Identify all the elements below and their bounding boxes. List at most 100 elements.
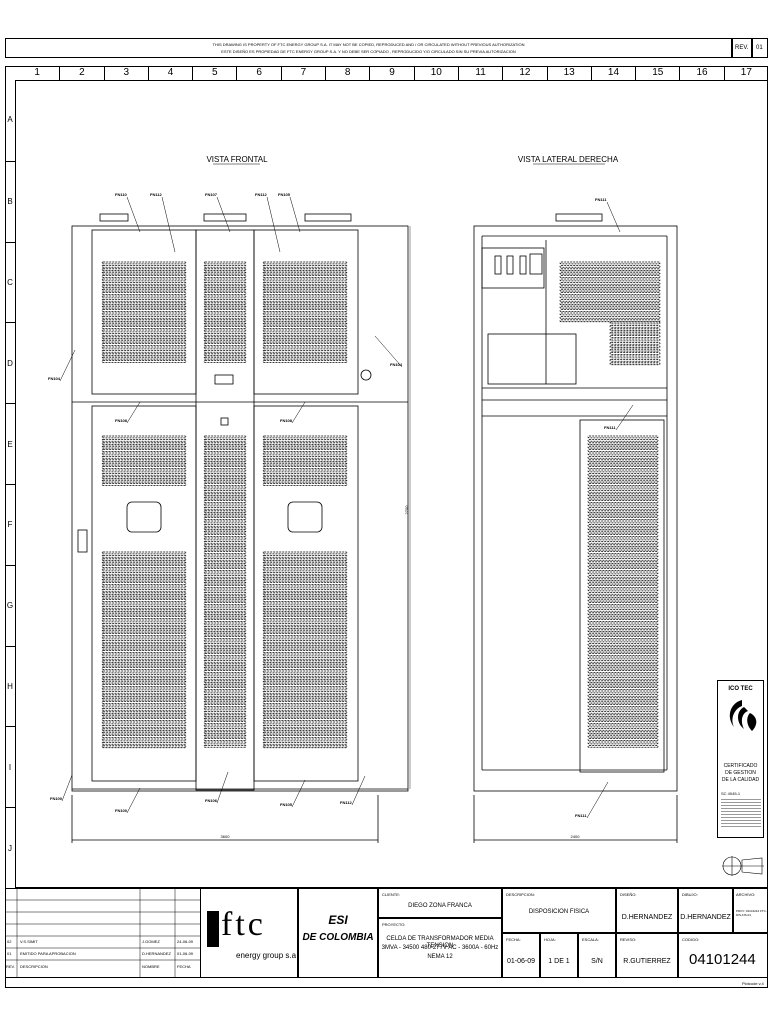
cert-number: SC 4045-1 (721, 791, 741, 796)
cliente-label: CLIENTE: (382, 892, 401, 897)
louver-slot (203, 326, 247, 329)
louver-slot (587, 728, 659, 731)
louver-slot (262, 595, 348, 599)
front-callout-leader (266, 196, 281, 253)
louver-slot (587, 724, 659, 728)
louver-slot (262, 278, 348, 282)
louver-slot (203, 578, 247, 582)
louver-slot (262, 442, 348, 446)
louver-slot (559, 261, 661, 265)
louver-slot (203, 561, 247, 565)
descripcion-box: DESCRIPCION: DISPOSICION FISICA (502, 888, 616, 933)
louver-slot (262, 650, 348, 653)
reviso-label: REVISO: (620, 937, 637, 942)
louver-slot (101, 623, 187, 626)
louver-slot (262, 288, 348, 292)
louver-slot (101, 281, 187, 285)
reviso-box: REVISO: R.GUTIERREZ (616, 933, 678, 978)
icontec-logo-icon (729, 700, 757, 731)
louver-slot (587, 452, 659, 456)
louver-slot (262, 725, 348, 728)
louver-slot (101, 349, 187, 353)
louver-slot (587, 653, 659, 656)
louver-slot (101, 264, 187, 268)
dibujo-label: DIBUJO: (682, 892, 698, 897)
louver-slot (203, 534, 247, 537)
louver-slot (262, 302, 348, 306)
louver-slot (203, 489, 247, 493)
louver-slot (262, 329, 348, 333)
company-sub: energy group s.a (236, 951, 297, 960)
louver-slot (203, 524, 247, 527)
certification-box: ICO TEC CERTIFICADO DE GESTION DE LA CAL… (717, 680, 764, 838)
grid-row-D: D (5, 322, 15, 403)
front-callout-label: FN110 (115, 192, 128, 197)
louver-slot (262, 332, 348, 336)
louver-slot (262, 687, 348, 691)
louver-slot (203, 506, 247, 510)
front-callout-label: FN108 (115, 418, 128, 423)
louver-slot (203, 571, 247, 575)
louver-slot (203, 452, 247, 456)
rev-label-box: REV. (732, 38, 752, 58)
louver-slot (101, 292, 187, 295)
height-dim: 2700 (404, 505, 409, 515)
louver-slot (101, 619, 187, 623)
proyecto-line-2: 3MVA - 34500 480-277V AC - 3600A - 60Hz (381, 945, 499, 951)
louver-slot (262, 445, 348, 449)
louver-slot (262, 295, 348, 299)
louver-slot (203, 558, 247, 561)
louver-slot (203, 632, 247, 636)
hoja-label: HOJA: (544, 937, 556, 942)
side-callout-label: FN111 (595, 197, 607, 202)
dibujo-value: D.HERNANDEZ (680, 914, 731, 921)
louver-slot (203, 656, 247, 660)
louver-slot (609, 328, 661, 332)
louver-slot (587, 435, 659, 439)
louver-slot (203, 356, 247, 360)
louver-slot (101, 728, 187, 732)
front-callout-leader (291, 779, 306, 808)
louver-slot (587, 660, 659, 663)
louver-slot (587, 438, 659, 442)
louver-slot (101, 466, 187, 469)
louver-slot (203, 520, 247, 524)
louver-slot (262, 643, 348, 647)
cert-line-2: DE GESTION (725, 770, 756, 776)
louver-slot (101, 718, 187, 721)
louver-slot (203, 295, 247, 299)
rev-row-0-by: J.GOMEZ (142, 939, 160, 944)
louver-slot (203, 486, 247, 490)
louver-slot (203, 564, 247, 568)
louver-slot (262, 572, 348, 575)
louver-slot (587, 619, 659, 622)
louver-slot (587, 609, 659, 612)
louver-slot (101, 309, 187, 312)
louver-slot (101, 356, 187, 360)
rev-row-0-desc: V.S.SIMIT (20, 939, 38, 944)
louver-slot (101, 725, 187, 728)
louver-slot (101, 578, 187, 582)
louver-slot (262, 738, 348, 742)
front-width-dim: 3600 (221, 834, 231, 839)
louver-slot (262, 309, 348, 312)
louver-slot (587, 472, 659, 476)
louver-slot (203, 683, 247, 687)
louver-slot (203, 292, 247, 295)
louver-slot (609, 345, 661, 349)
louver-slot (559, 292, 661, 295)
grid-column-7: 7 (280, 66, 325, 80)
louver-slot (101, 742, 187, 745)
louver-slot (262, 561, 348, 565)
front-view (71, 213, 411, 843)
louver-slot (101, 670, 187, 674)
louver-slot (587, 721, 659, 724)
company-logo-box: ftc energy group s.a (200, 888, 298, 978)
louver-slot (587, 486, 659, 490)
louver-slot (587, 483, 659, 486)
louver-slot (559, 278, 661, 282)
louver-slot (262, 633, 348, 636)
louver-slot (587, 517, 659, 520)
louver-slot (587, 690, 659, 694)
